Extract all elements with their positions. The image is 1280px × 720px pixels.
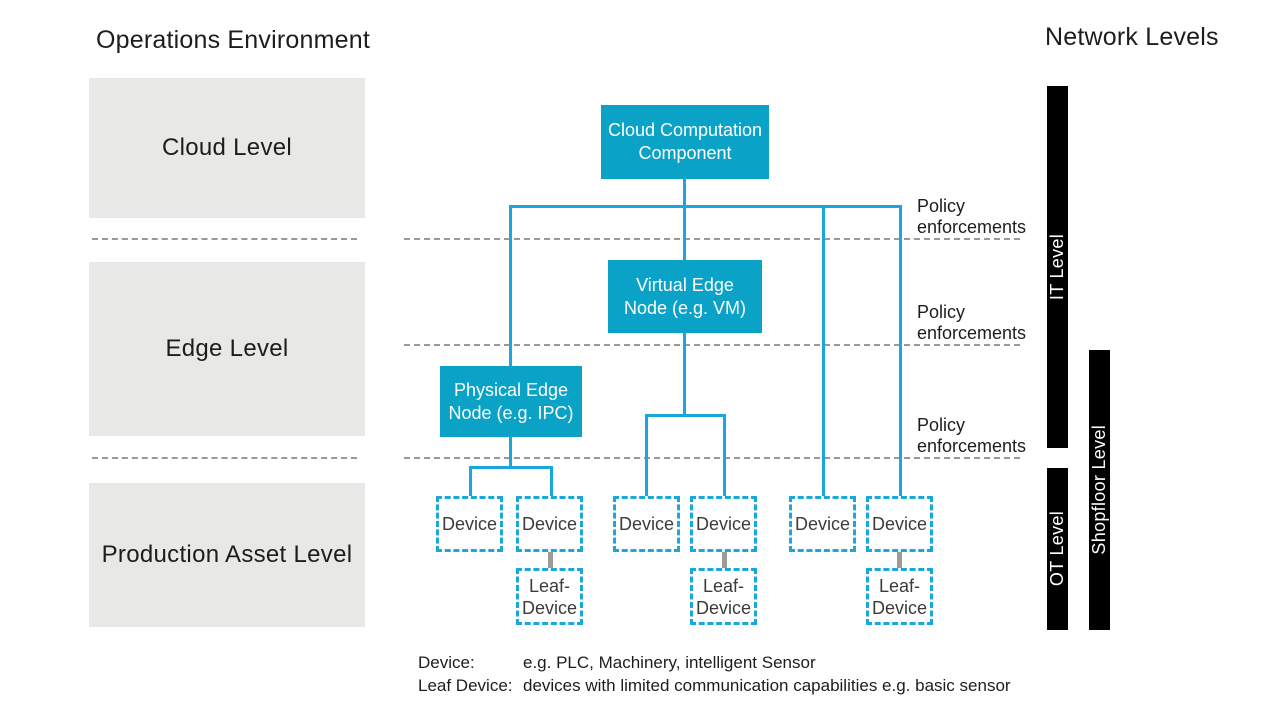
connector-to-device-1 <box>469 466 472 497</box>
device-box-4: Device <box>690 496 757 552</box>
cloud-computation-node: Cloud Computation Component <box>601 105 769 179</box>
device-box-6: Device <box>866 496 933 552</box>
physical-edge-node: Physical Edge Node (e.g. IPC) <box>440 366 582 437</box>
policy-enforcements-label-3: Policy enforcements <box>917 415 1027 457</box>
policy-enforcements-label-1: Policy enforcements <box>917 196 1027 238</box>
legend-row-device: Device: e.g. PLC, Machinery, intelligent… <box>418 651 1011 674</box>
edge-level-box: Edge Level <box>89 262 365 436</box>
legend-definition: e.g. PLC, Machinery, intelligent Sensor <box>523 653 816 672</box>
leaf-label-line2: Device <box>871 597 928 618</box>
leaf-device-box-1: Leaf- Device <box>516 568 583 625</box>
connector-mid-horizontal <box>645 414 726 417</box>
it-level-bar-label: IT Level <box>1047 233 1067 301</box>
leaf-label-line1: Leaf- <box>528 575 571 596</box>
separator-left-cloud-edge <box>92 238 357 240</box>
connector-to-device-3 <box>645 414 648 497</box>
legend-definition: devices with limited communication capab… <box>523 676 1011 695</box>
connector-top-horizontal <box>509 205 902 208</box>
legend-term: Device: <box>418 653 475 672</box>
leaf-device-box-3: Leaf- Device <box>866 568 933 625</box>
leaf-link-1 <box>548 552 553 569</box>
connector-to-device-2 <box>550 466 553 497</box>
separator-center-it-2 <box>404 344 1020 346</box>
separator-left-edge-production <box>92 457 357 459</box>
policy-enforcements-label-2: Policy enforcements <box>917 302 1027 344</box>
separator-center-it-1 <box>404 238 1020 240</box>
device-box-2: Device <box>516 496 583 552</box>
connector-physical-stem <box>509 437 512 469</box>
device-box-3: Device <box>613 496 680 552</box>
ot-level-bar-label: OT Level <box>1047 511 1067 587</box>
leaf-label-line1: Leaf- <box>878 575 921 596</box>
connector-to-device-4 <box>723 414 726 497</box>
virtual-edge-node: Virtual Edge Node (e.g. VM) <box>608 260 762 333</box>
ot-level-bar: OT Level <box>1047 468 1068 630</box>
virtual-node-label-line1: Virtual Edge <box>636 274 734 295</box>
legend: Device: e.g. PLC, Machinery, intelligent… <box>418 651 1011 697</box>
operations-environment-title: Operations Environment <box>96 26 370 54</box>
it-level-bar: IT Level <box>1047 86 1068 448</box>
leaf-link-3 <box>897 552 902 569</box>
policy-line1: Policy <box>917 415 966 435</box>
production-asset-level-box: Production Asset Level <box>89 483 365 627</box>
leaf-label-line2: Device <box>695 597 752 618</box>
virtual-node-label-line2: Node (e.g. VM) <box>623 297 747 318</box>
connector-to-physical-node <box>509 205 512 367</box>
policy-line1: Policy <box>917 302 966 322</box>
device-box-5: Device <box>789 496 856 552</box>
policy-line1: Policy <box>917 196 966 216</box>
leaf-label-line1: Leaf- <box>702 575 745 596</box>
connector-virtual-stem <box>683 333 686 417</box>
connector-to-device-5 <box>822 205 825 497</box>
legend-row-leaf-device: Leaf Device: devices with limited commun… <box>418 674 1011 697</box>
connector-cloud-stem <box>683 179 686 208</box>
policy-line2: enforcements <box>917 436 1027 456</box>
network-levels-title: Network Levels <box>1045 23 1219 51</box>
leaf-device-box-2: Leaf- Device <box>690 568 757 625</box>
cloud-node-label-line2: Component <box>638 143 732 163</box>
physical-node-label-line1: Physical Edge <box>453 379 569 400</box>
physical-node-label-line2: Node (e.g. IPC) <box>448 402 574 423</box>
leaf-link-2 <box>722 552 727 569</box>
connector-low-horizontal <box>469 466 553 469</box>
policy-line2: enforcements <box>917 323 1027 343</box>
cloud-node-label-line1: Cloud Computation <box>607 120 763 140</box>
leaf-label-line2: Device <box>521 597 578 618</box>
legend-term: Leaf Device: <box>418 676 513 695</box>
cloud-level-box: Cloud Level <box>89 78 365 218</box>
connector-to-virtual-node <box>683 208 686 260</box>
connector-to-device-6 <box>899 205 902 497</box>
separator-center-ot <box>404 457 1020 459</box>
shopfloor-level-bar: Shopfloor Level <box>1089 350 1110 630</box>
shopfloor-level-bar-label: Shopfloor Level <box>1089 425 1109 555</box>
device-box-1: Device <box>436 496 503 552</box>
policy-line2: enforcements <box>917 217 1027 237</box>
